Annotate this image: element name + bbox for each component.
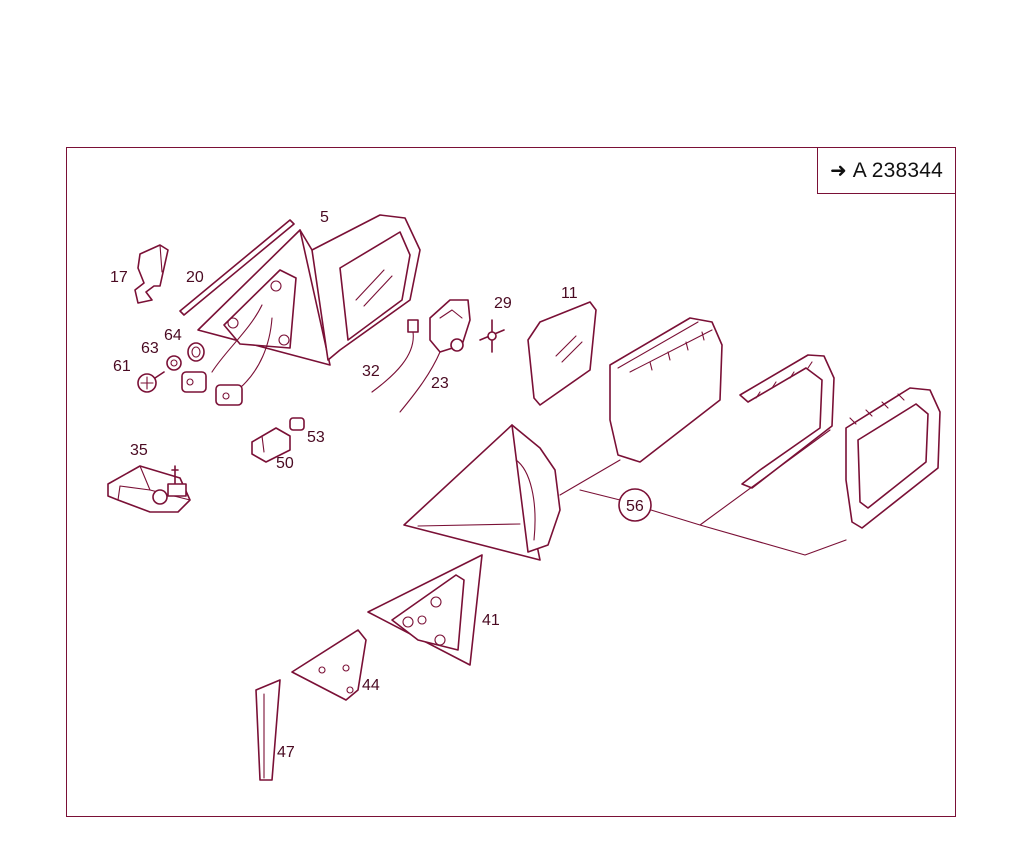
part-17-clip bbox=[134, 244, 169, 304]
part-5-mirror-base bbox=[181, 229, 331, 406]
part-20-seal-strip bbox=[179, 219, 295, 316]
part-32-wire bbox=[371, 319, 419, 393]
callout-35: 35 bbox=[130, 442, 148, 459]
mirror-frame-strip bbox=[739, 354, 835, 489]
part-63-washer bbox=[166, 355, 182, 371]
part-53-connector bbox=[289, 417, 305, 431]
mirror-trim bbox=[845, 387, 941, 529]
callout-53: 53 bbox=[307, 429, 325, 446]
part-61-screw bbox=[137, 371, 165, 393]
callout-50: 50 bbox=[276, 455, 294, 472]
callout-17: 17 bbox=[110, 269, 128, 286]
callout-20: 20 bbox=[186, 269, 204, 286]
callout-5: 5 bbox=[320, 209, 329, 226]
part-23-adjuster-unit bbox=[399, 299, 471, 413]
callout-29: 29 bbox=[494, 295, 512, 312]
part-56-assembled-mirror bbox=[403, 424, 847, 561]
callout-47: 47 bbox=[277, 744, 295, 761]
part-41-base-plate bbox=[367, 554, 483, 666]
callout-61: 61 bbox=[113, 358, 131, 375]
reference-box: ➜ A 238344 bbox=[817, 147, 956, 194]
part-29-cross-fitting bbox=[479, 319, 505, 353]
right-arrow-icon: ➜ bbox=[829, 159, 847, 182]
callout-23: 23 bbox=[431, 375, 449, 392]
part-64-grommet bbox=[187, 342, 205, 362]
reference-code: A 238344 bbox=[852, 158, 944, 182]
part-5-mirror-housing bbox=[311, 214, 421, 361]
callout-11: 11 bbox=[561, 285, 578, 302]
part-44-plate bbox=[291, 629, 367, 701]
diagram-frame bbox=[66, 147, 956, 817]
callout-56: 56 bbox=[626, 498, 644, 515]
callout-64: 64 bbox=[164, 327, 182, 344]
part-50-connector bbox=[251, 427, 291, 463]
callout-63: 63 bbox=[141, 340, 159, 357]
part-35-motor bbox=[107, 465, 191, 513]
mirror-cover bbox=[609, 317, 723, 463]
callout-41: 41 bbox=[482, 612, 500, 629]
part-11-mirror-glass bbox=[527, 301, 597, 406]
callout-32: 32 bbox=[362, 363, 380, 380]
part-47-strip bbox=[255, 679, 281, 781]
callout-44: 44 bbox=[362, 677, 380, 694]
